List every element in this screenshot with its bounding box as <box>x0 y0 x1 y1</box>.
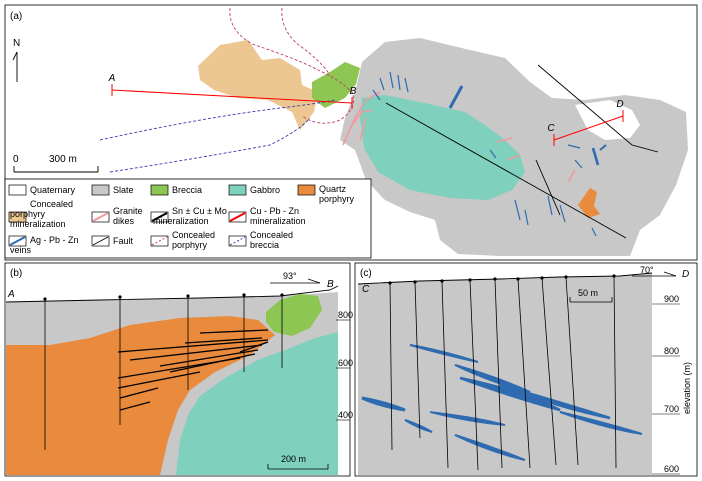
legend-ag: Ag - Pb - Zn veins <box>10 235 81 255</box>
legend-quaternary: Quaternary <box>30 185 76 195</box>
panel-b: (b) A B 93° 800 600 400 200 m <box>4 262 353 477</box>
panel-c-azimuth-arrow-icon <box>632 271 677 277</box>
panel-c-axis-label: elevation (m) <box>682 362 692 414</box>
panel-b-elev-400: 400 <box>338 410 353 420</box>
panel-c-azimuth: 70° <box>640 265 654 275</box>
panel-b-scale-label: 200 m <box>281 454 306 464</box>
legend-quartz-line-1: Quartz <box>319 184 347 194</box>
legend-breccia: Breccia <box>172 185 202 195</box>
panel-b-end: B <box>327 279 334 290</box>
panel-b-quartz-porphyry <box>6 316 275 475</box>
legend-quartz: Quartz porphyry <box>319 184 355 204</box>
legend-fault: Fault <box>113 236 134 246</box>
panel-c-elev-900: 900 <box>664 294 679 304</box>
panel-c-slate <box>358 273 652 475</box>
point-b-label: B <box>350 86 357 97</box>
legend-swatch-slate <box>91 184 110 196</box>
legend-concealed-breccia: Concealed breccia <box>250 230 296 250</box>
legend-swatch-breccia <box>150 184 169 196</box>
legend-cu-icon <box>229 212 246 222</box>
panel-c-topography <box>357 272 653 285</box>
panel-b-start: A <box>7 289 15 300</box>
panel-c-start: C <box>362 284 370 295</box>
panel-c-ag-veins <box>361 344 643 461</box>
faults <box>385 64 659 239</box>
panel-c-scale-label: 50 m <box>578 288 598 298</box>
legend-cu: Cu - Pb - Zn mineralization <box>250 206 306 226</box>
legend: Quaternary Slate Breccia Gabbro Quartz p… <box>4 178 372 259</box>
concealed-breccia-line-2 <box>109 117 311 173</box>
panel-b-tag: (b) <box>10 268 22 279</box>
point-a-label: A <box>108 73 116 84</box>
breccia-area <box>312 62 360 108</box>
legend-ag-icon <box>9 236 26 246</box>
panel-b-elev-600: 600 <box>338 358 353 368</box>
panel-c-elev-600: 600 <box>664 464 679 474</box>
legend-sn-icon <box>151 212 168 222</box>
granite-dikes <box>342 91 576 183</box>
panel-b-collars <box>43 293 284 301</box>
legend-fault-icon <box>92 236 109 246</box>
panel-b-scale-bar <box>267 464 329 470</box>
concealed-porphyry-line <box>229 7 354 124</box>
concealed-porphyry-line-2 <box>281 7 331 76</box>
panel-b-drill-holes <box>44 296 283 450</box>
quartz-porphyry-area <box>578 188 600 218</box>
gabbro-area <box>360 95 525 200</box>
ag-veins <box>372 71 607 237</box>
panel-c-elev-700: 700 <box>664 404 679 414</box>
legend-concealed-min: Concealed porphyry mineralization <box>10 199 76 229</box>
panel-c-elev-ticks <box>652 303 680 475</box>
legend-concealed-porphyry: Concealed porphyry <box>172 230 218 250</box>
panel-c-drill-holes <box>389 275 617 471</box>
point-c-label: C <box>547 123 555 134</box>
panel-a-tag: (a) <box>10 11 22 22</box>
panel-c-collars <box>388 274 616 285</box>
section-line-ab <box>111 84 353 109</box>
panel-c-scale-bar <box>569 297 613 303</box>
legend-swatch-concealed-min <box>8 211 27 223</box>
point-d-label: D <box>616 99 623 110</box>
panel-b-azimuth-arrow-icon <box>270 278 321 284</box>
scale-zero: 0 <box>13 154 19 165</box>
legend-gabbro: Gabbro <box>250 185 280 195</box>
north-arrow-icon <box>12 51 18 82</box>
legend-granite-icon <box>92 212 109 222</box>
panel-a-scale-bar <box>13 166 99 173</box>
legend-concealed-porphyry-icon <box>151 236 168 246</box>
legend-swatch-quartz <box>297 184 316 196</box>
slate-area <box>340 38 688 256</box>
panel-b-elev-ticks <box>336 319 350 421</box>
legend-granite: Granite dikes <box>113 206 145 226</box>
panel-c-end: D <box>682 269 689 280</box>
legend-concealed-breccia-icon <box>229 236 246 246</box>
panel-c-tag: (c) <box>360 268 372 279</box>
section-line-cd <box>553 110 624 146</box>
north-label: N <box>13 38 20 49</box>
panel-b-gabbro <box>176 332 338 475</box>
legend-slate: Slate <box>113 185 134 195</box>
legend-quartz-line-2: porphyry <box>319 194 355 204</box>
panel-b-topography <box>5 285 339 303</box>
legend-swatch-gabbro <box>228 184 247 196</box>
legend-swatch-quaternary <box>8 184 27 196</box>
concealed-breccia-line <box>99 99 336 141</box>
panel-c: (c) C D 70° 50 m 900 800 700 600 elevati… <box>354 262 698 477</box>
panel-c-elev-800: 800 <box>664 346 679 356</box>
legend-sn: Sn ± Cu ± Mo mineralization <box>153 206 229 226</box>
panel-b-breccia <box>266 294 322 336</box>
panel-b-elev-800: 800 <box>338 310 353 320</box>
panel-b-azimuth: 93° <box>283 271 297 281</box>
panel-b-sn-mineralization <box>117 329 269 411</box>
panel-a-scale-label: 300 m <box>49 154 77 165</box>
